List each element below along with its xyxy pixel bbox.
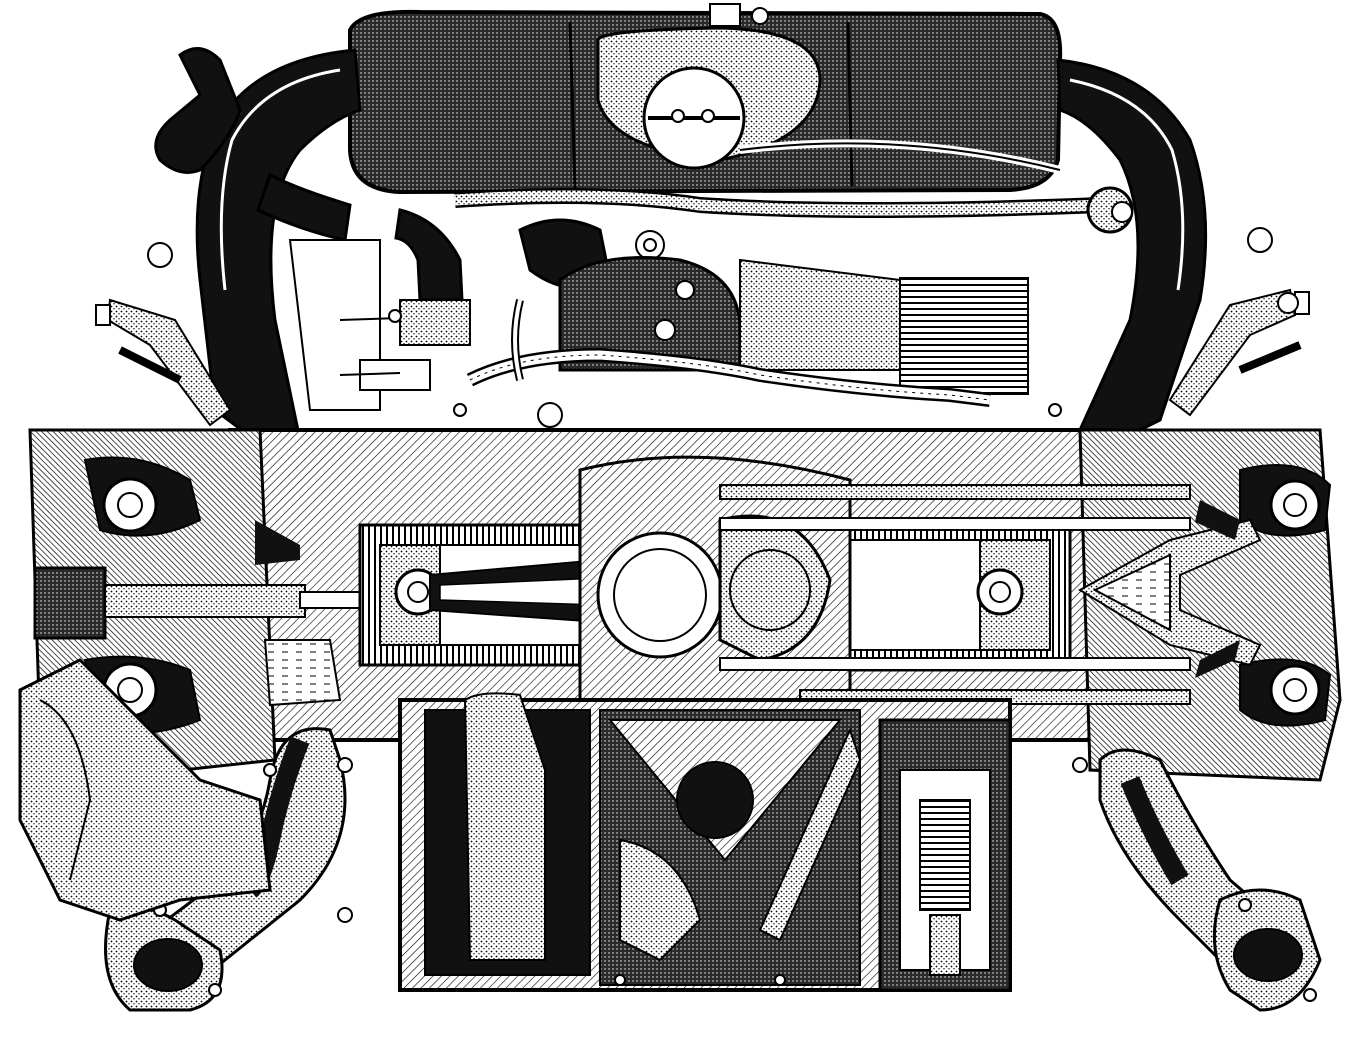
oil-filter	[878, 718, 1012, 992]
intake-runner-right	[1056, 58, 1208, 442]
lower-housing-left	[18, 658, 272, 922]
oil-sump	[398, 692, 1012, 992]
cylinder-head-right	[1078, 428, 1342, 782]
exhaust-pipe-right	[1098, 748, 1322, 1012]
intake-plenum	[348, 3, 1063, 195]
cylinder-cooling-fins-top	[899, 277, 1029, 395]
fuel-injector-left	[95, 242, 232, 427]
fuel-injector-right	[1168, 227, 1310, 417]
fuel-line	[466, 299, 991, 407]
breather-hose	[154, 47, 464, 302]
intake-runner-left	[195, 48, 362, 442]
bracket-left	[288, 239, 471, 411]
piston-right	[976, 568, 1024, 616]
cylinder-right	[838, 518, 1072, 672]
fasteners	[263, 309, 1088, 986]
alternator-housing	[558, 256, 901, 372]
throttle-linkage	[454, 186, 1134, 290]
